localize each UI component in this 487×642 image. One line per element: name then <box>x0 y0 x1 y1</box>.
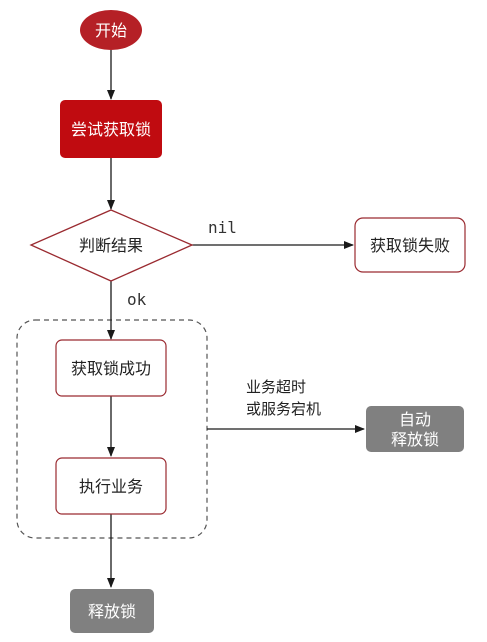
auto-release-box <box>366 406 464 452</box>
lock-failed-box <box>354 217 466 273</box>
execute-business-box <box>55 457 167 515</box>
edge-label-nil: nil <box>208 218 237 237</box>
lock-success-label: 获取锁成功 <box>71 359 151 378</box>
timeout-annotation: 业务超时 或服务宕机 <box>246 378 321 418</box>
execute-business-label: 执行业务 <box>79 477 143 496</box>
execute-business-node: 执行业务 <box>55 457 167 515</box>
decision-diamond <box>29 209 194 282</box>
start-ellipse <box>80 10 142 50</box>
lock-failed-node: 获取锁失败 <box>354 217 466 273</box>
auto-release-label-line1: 自动 <box>399 410 431 429</box>
lock-failed-label: 获取锁失败 <box>370 236 450 255</box>
timeout-label-line1: 业务超时 <box>246 378 306 396</box>
connectors <box>107 50 365 588</box>
decision-label: 判断结果 <box>79 236 143 255</box>
try-lock-box <box>60 100 162 158</box>
release-lock-label: 释放锁 <box>88 602 136 621</box>
start-node: 开始 <box>80 10 142 50</box>
try-lock-node: 尝试获取锁 <box>60 100 162 158</box>
auto-release-node: 自动 释放锁 <box>366 406 464 452</box>
release-lock-node: 释放锁 <box>70 589 154 633</box>
decision-node: 判断结果 <box>29 209 194 282</box>
lock-success-box <box>55 339 167 397</box>
start-label: 开始 <box>95 21 127 40</box>
lock-success-node: 获取锁成功 <box>55 339 167 397</box>
auto-release-label-line2: 释放锁 <box>391 430 439 449</box>
edge-label-ok: ok <box>127 290 147 309</box>
try-lock-label: 尝试获取锁 <box>71 120 151 139</box>
timeout-label-line2: 或服务宕机 <box>246 400 321 418</box>
release-lock-box <box>70 589 154 633</box>
